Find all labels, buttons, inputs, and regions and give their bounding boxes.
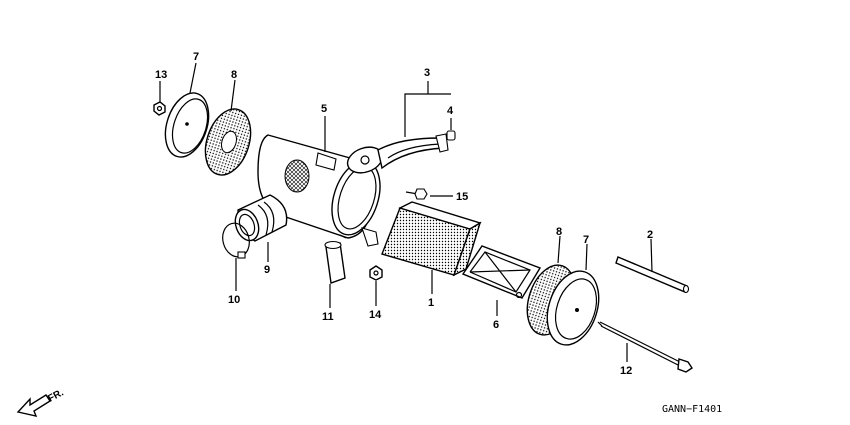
- part-9-connecting-tube: [234, 194, 288, 242]
- part-12-long-bolt: [597, 321, 693, 373]
- drawing-code: GANN−F1401: [662, 404, 722, 415]
- callout-5: 5: [321, 103, 327, 115]
- part-7-cover-left: [164, 92, 210, 158]
- callout-3: 3: [424, 67, 430, 79]
- part-10-hose-band: [222, 222, 250, 259]
- part-13-nut: [153, 101, 166, 116]
- callout-labels: 13 7 8 5 3 4 15 1 6 8 7 2 12 9 10 11 14: [155, 51, 653, 377]
- part-11-drain-tube: [324, 240, 346, 284]
- front-label: FR.: [46, 387, 66, 404]
- front-direction-indicator: FR.: [16, 387, 66, 417]
- callout-7-left: 7: [193, 51, 199, 63]
- part-7-cover-right: [546, 270, 600, 346]
- part-4-clip: [446, 130, 456, 141]
- callout-8-right: 8: [556, 226, 562, 238]
- callout-7-right: 7: [583, 234, 589, 246]
- callout-6: 6: [493, 319, 499, 331]
- callout-13: 13: [155, 69, 167, 81]
- front-arrow-icon: [16, 394, 51, 417]
- callout-2: 2: [647, 229, 653, 241]
- part-2-rod: [615, 256, 690, 294]
- callout-10: 10: [228, 294, 240, 306]
- callout-11: 11: [322, 311, 334, 323]
- callout-4: 4: [447, 105, 454, 117]
- part-14-collar: [369, 265, 383, 281]
- part-3-breather-tube: [346, 133, 449, 174]
- callout-8-left: 8: [231, 69, 237, 81]
- callout-14: 14: [369, 309, 382, 321]
- part-15-bolt: [405, 188, 428, 200]
- leader-lines: [159, 62, 653, 362]
- part-1-sponge: [381, 201, 482, 277]
- callout-12: 12: [620, 365, 632, 377]
- part-6-holder: [461, 245, 542, 299]
- callout-9: 9: [264, 264, 270, 276]
- part-8-element-left: [204, 108, 252, 176]
- callout-1: 1: [428, 297, 434, 309]
- callout-15: 15: [456, 191, 468, 203]
